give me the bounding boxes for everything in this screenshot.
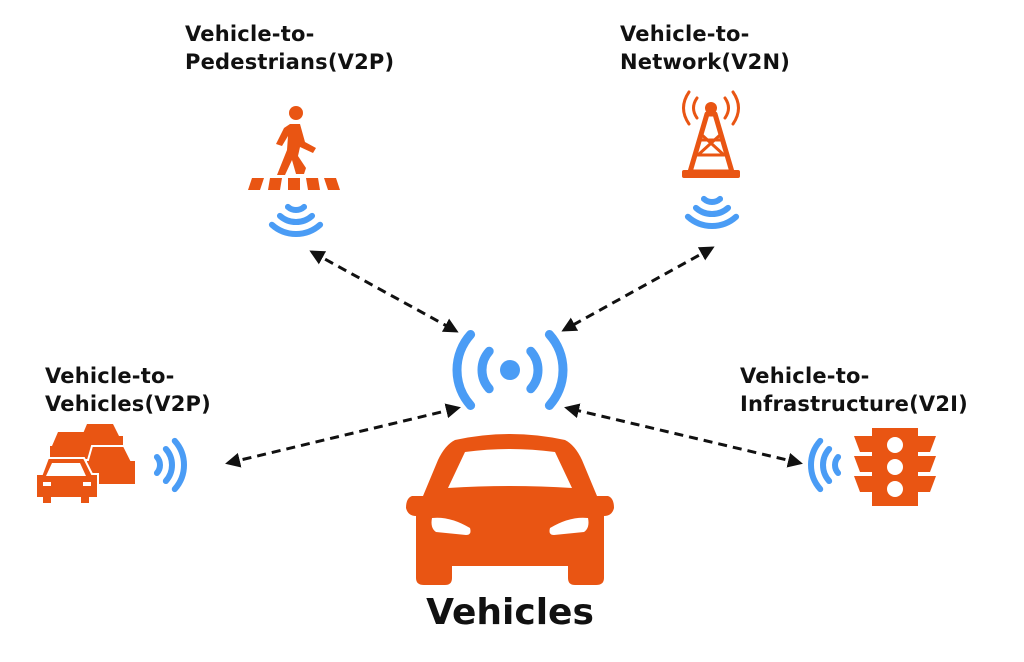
wifi-wave-icon	[153, 453, 163, 477]
car-icon	[406, 434, 614, 585]
broadcast-wave-icon	[526, 346, 543, 394]
traffic-cars-icon	[35, 424, 137, 505]
wifi-wave-icon	[276, 212, 316, 225]
label-line: Vehicle-to-	[620, 22, 750, 46]
wifi-wave-icon	[832, 453, 842, 477]
wifi-wave-icon	[684, 213, 740, 229]
wifi-wave-icon	[692, 204, 732, 217]
traffic-light-icon	[854, 428, 936, 506]
arrow-v2i	[564, 403, 803, 468]
arrow-v2v	[225, 403, 461, 468]
label-v2n: Vehicle-to- Network(V2N)	[620, 20, 790, 76]
wifi-wave-icon	[700, 195, 724, 205]
vehicles-label: Vehicles	[426, 592, 594, 633]
label-line: Vehicles(V2P)	[45, 392, 211, 416]
label-v2p-pedestrians: Vehicle-to- Pedestrians(V2P)	[185, 20, 394, 76]
connection-arrows	[225, 246, 803, 468]
label-line: Vehicle-to-	[740, 364, 870, 388]
wifi-wave-icon	[162, 445, 175, 485]
pedestrian-crossing-icon	[248, 106, 340, 190]
label-line: Infrastructure(V2I)	[740, 392, 968, 416]
broadcast-wave-icon	[452, 330, 476, 410]
wifi-wave-icon	[820, 445, 833, 485]
signal-waves	[153, 195, 842, 493]
label-line: Vehicle-to-	[45, 364, 175, 388]
wifi-wave-icon	[268, 221, 324, 237]
label-v2v: Vehicle-to- Vehicles(V2P)	[45, 362, 211, 418]
arrow-v2n	[561, 246, 715, 332]
label-line: Pedestrians(V2P)	[185, 50, 395, 74]
broadcast-dot-icon	[500, 360, 520, 380]
broadcast-wave-icon	[477, 346, 494, 394]
label-line: Vehicle-to-	[185, 22, 315, 46]
cell-tower-icon	[682, 90, 740, 178]
wifi-wave-icon	[171, 437, 187, 493]
wifi-wave-icon	[284, 203, 308, 213]
label-line: Network(V2N)	[620, 50, 791, 74]
wifi-wave-icon	[808, 437, 824, 493]
label-v2i: Vehicle-to- Infrastructure(V2I)	[740, 362, 968, 418]
arrow-v2p	[309, 250, 459, 333]
broadcast-wave-icon	[544, 330, 568, 410]
